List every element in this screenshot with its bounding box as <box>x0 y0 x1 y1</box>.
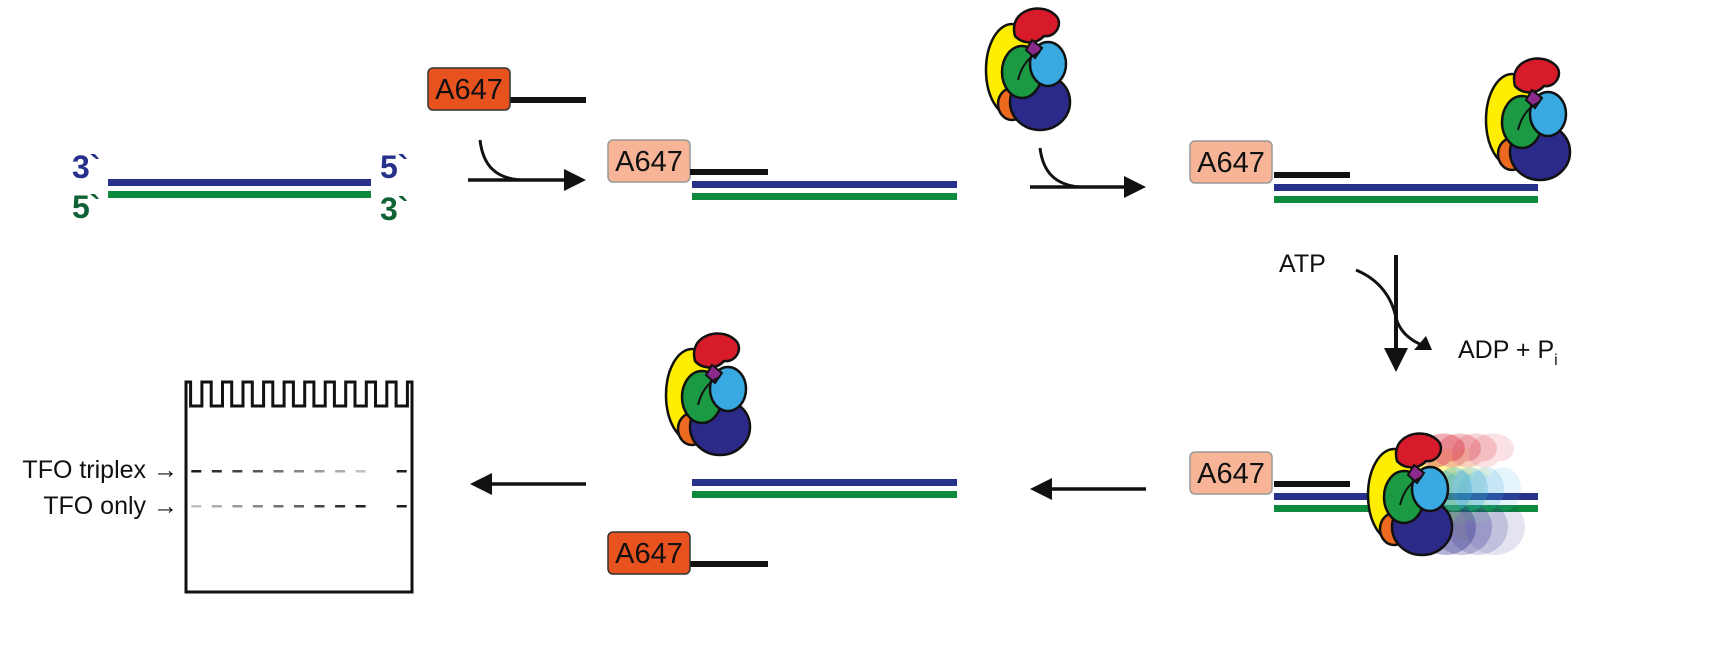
gel-band <box>232 470 243 473</box>
a647-tag <box>607 139 691 183</box>
enzyme-icon <box>664 332 752 457</box>
binding-arrow <box>468 139 586 191</box>
atp-hydrolysis-arrow <box>1355 255 1432 372</box>
a647-label: A647 <box>615 146 683 178</box>
gel-band <box>191 505 202 508</box>
triplex-complex-1: A647 <box>607 139 957 200</box>
gel-band <box>314 505 325 508</box>
a647-tag <box>1189 451 1273 495</box>
top-strand <box>1274 184 1538 191</box>
five-prime-label-left: 5` <box>72 189 100 225</box>
adp-pi-label: ADP + Pi <box>1458 336 1558 369</box>
gel-band <box>335 505 346 508</box>
free-tfo-probe-bottom: A647 <box>607 531 768 575</box>
five-prime-label-right: 5` <box>380 149 408 185</box>
translocating-enzyme-complex: A647 <box>1189 432 1538 557</box>
gel-band <box>396 505 407 508</box>
gel-band <box>252 470 263 473</box>
gel-band <box>211 505 222 508</box>
pi-subscript: i <box>1554 352 1558 369</box>
duplex-dna-1 <box>108 179 371 198</box>
enzyme-icon <box>1484 57 1572 182</box>
gel-band <box>335 470 346 473</box>
release-arrow <box>1030 478 1146 500</box>
a647-label: A647 <box>1197 458 1265 490</box>
gel-band <box>355 505 366 508</box>
bottom-strand <box>692 193 957 200</box>
gel-band <box>252 505 263 508</box>
three-prime-label-right: 3` <box>380 191 408 227</box>
bottom-strand <box>1274 196 1538 203</box>
a647-tag <box>427 67 511 111</box>
gel-band <box>294 505 304 508</box>
bottom-strand <box>108 191 371 198</box>
enzyme-icon <box>984 7 1072 132</box>
top-strand <box>692 181 957 188</box>
gel-band <box>273 470 284 473</box>
gel-band <box>355 470 366 473</box>
to-gel-arrow <box>470 473 586 495</box>
gel-panel <box>184 380 414 594</box>
top-strand <box>692 479 957 486</box>
gel-band <box>211 470 222 473</box>
free-tfo-probe-top: A647 <box>427 67 586 111</box>
enzyme-binding-arrow <box>1030 147 1146 198</box>
triplex-enzyme-complex: A647 <box>1189 140 1538 203</box>
a647-label: A647 <box>615 538 683 570</box>
gel-band <box>273 505 284 508</box>
gel-band <box>314 470 325 473</box>
three-prime-label-left: 3` <box>72 149 100 185</box>
a647-tag <box>607 531 691 575</box>
a647-label: A647 <box>1197 147 1265 179</box>
top-strand <box>108 179 371 186</box>
tfo-only-band-row <box>191 505 407 508</box>
gel-band <box>232 505 243 508</box>
enzyme-icon <box>1366 432 1454 557</box>
bottom-strand <box>692 491 957 498</box>
atp-label: ATP <box>1279 250 1326 278</box>
duplex-dna-released <box>692 479 957 498</box>
tfo-triplex-label: TFO triplex → <box>22 456 178 484</box>
gel-band <box>396 470 407 473</box>
tfo-only-label: TFO only → <box>43 492 178 520</box>
gel-band <box>294 470 304 473</box>
a647-tag <box>1189 140 1273 184</box>
gel-band <box>191 470 202 473</box>
gel-outline <box>184 380 414 594</box>
triplex-band-row <box>191 470 407 473</box>
a647-label: A647 <box>435 74 503 106</box>
